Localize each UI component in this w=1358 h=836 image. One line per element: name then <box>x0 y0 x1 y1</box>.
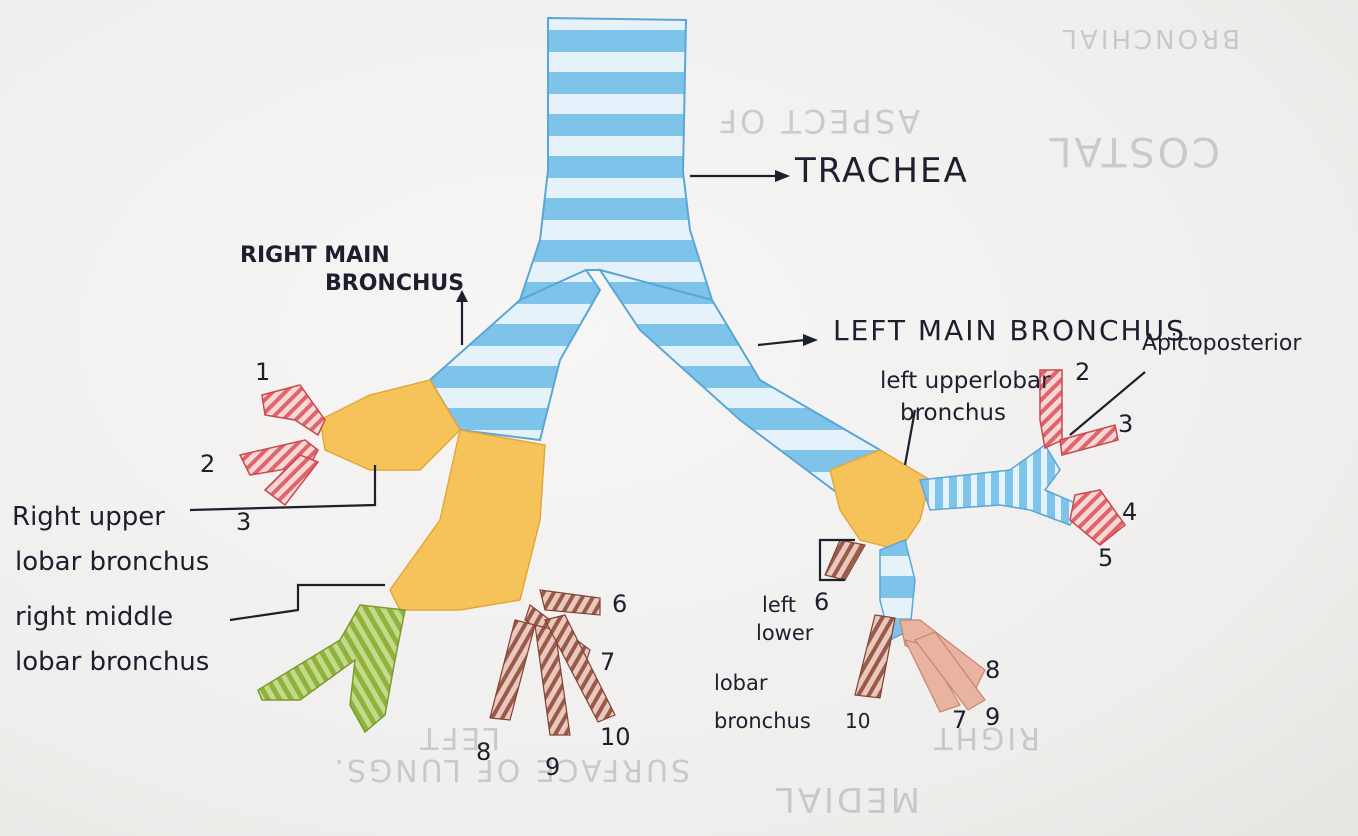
label-left-upper-2: bronchus <box>900 400 1006 426</box>
ghost-medial: MEDIAL <box>773 779 920 819</box>
num-r8: 8 <box>476 738 491 766</box>
left-upper-lobar-bronchus <box>830 450 930 550</box>
num-l8: 8 <box>985 656 1000 684</box>
num-l2: 2 <box>1075 358 1090 386</box>
num-r2: 2 <box>200 450 215 478</box>
right-upper-segments <box>240 385 325 505</box>
num-l4: 4 <box>1122 498 1137 526</box>
right-lower-segments <box>490 590 615 735</box>
ghost-costal: COSTAL <box>1046 128 1220 174</box>
label-right-upper-2: lobar bronchus <box>15 547 209 577</box>
num-l9: 9 <box>985 703 1000 731</box>
label-left-lower-3: lobar <box>714 671 768 695</box>
num-l10: 10 <box>845 709 870 733</box>
num-l6: 6 <box>814 588 829 616</box>
ghost-bronchial: BRONCHIAL <box>1060 23 1240 53</box>
ghost-surface: SURFACE OF LUNGS. <box>331 752 690 787</box>
label-right-middle-1: right middle <box>15 602 173 632</box>
num-l3: 3 <box>1118 410 1133 438</box>
num-r6: 6 <box>612 590 627 618</box>
left-upper-division <box>920 445 1080 525</box>
trachea <box>520 18 712 300</box>
left-main-arrow <box>758 340 805 345</box>
segment-l3 <box>1060 425 1118 455</box>
label-right-upper-1: Right upper <box>12 502 165 532</box>
num-r10: 10 <box>600 723 631 751</box>
num-l5: 5 <box>1098 544 1113 572</box>
segment-l10 <box>855 615 895 698</box>
num-l7: 7 <box>952 706 967 734</box>
segment-r8 <box>490 620 535 720</box>
right-middle-segments <box>258 605 405 732</box>
label-left-upper-1: left upperlobar <box>880 368 1051 394</box>
segment-l4-l5 <box>1070 490 1125 545</box>
num-r3: 3 <box>236 508 251 536</box>
num-r9: 9 <box>545 753 560 781</box>
segment-l6 <box>825 540 865 580</box>
label-right-main-1: RIGHT MAIN <box>240 243 390 268</box>
label-trachea: TRACHEA <box>794 151 969 191</box>
num-r7: 7 <box>600 648 615 676</box>
label-right-main-2: BRONCHUS <box>325 271 464 296</box>
label-apicoposterior: Apicoposterior <box>1142 331 1302 356</box>
segment-r6 <box>540 590 600 615</box>
ghost-aspect: ASPECT OF <box>716 102 920 140</box>
label-left-lower-4: bronchus <box>714 709 811 733</box>
num-r1: 1 <box>255 358 270 386</box>
label-left-lower-1: left <box>762 593 796 617</box>
label-left-lower-2: lower <box>756 621 814 645</box>
segment-r1 <box>262 385 325 435</box>
label-right-middle-2: lobar bronchus <box>15 647 209 677</box>
